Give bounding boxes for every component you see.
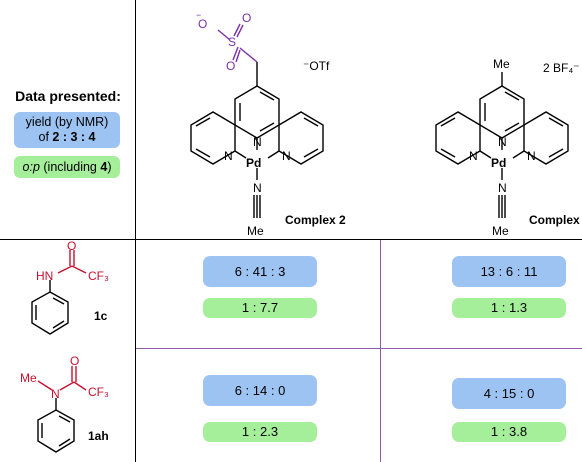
header-divider bbox=[0, 239, 582, 240]
sulfonate-o2: O bbox=[242, 11, 251, 25]
legend-op-box: o:p (including 4) bbox=[14, 156, 120, 178]
yield-1c-complex-2: 6 : 41 : 3 bbox=[203, 256, 317, 287]
sulfonate-o1: O bbox=[198, 17, 207, 31]
complex-2-structure: O O O S − ⁻OTf N N N N Me Pd bbox=[190, 10, 330, 238]
cell-column-divider bbox=[380, 240, 381, 462]
substrate-1c-o: O bbox=[67, 240, 76, 253]
op-1ah-complex-3: 1 : 3.8 bbox=[452, 422, 566, 442]
complex-3-pd: Pd bbox=[491, 156, 506, 170]
complex-2-n-central: N bbox=[253, 135, 262, 149]
complex-2-n-nitrile: N bbox=[253, 181, 262, 195]
complex-2-label: Complex 2 bbox=[285, 213, 346, 227]
svg-text:−: − bbox=[196, 10, 201, 20]
complex-3-n-left: N bbox=[469, 149, 478, 163]
op-1ah-complex-2: 1 : 2.3 bbox=[203, 422, 317, 442]
sulfonate-o3: O bbox=[226, 59, 235, 73]
complex-3-n-nitrile: N bbox=[498, 181, 507, 195]
substrate-1ah-o: O bbox=[70, 354, 79, 368]
substrate-1c-hn: HN bbox=[36, 269, 53, 283]
op-1c-complex-3: 1 : 1.3 bbox=[452, 298, 566, 318]
complex-2-n-right: N bbox=[282, 149, 291, 163]
legend-yield-box: yield (by NMR) of 2 : 3 : 4 bbox=[14, 112, 120, 148]
complex-2-counterion: ⁻OTf bbox=[303, 59, 330, 73]
legend-yield-line1: yield (by NMR) bbox=[25, 115, 109, 129]
legend-title: Data presented: bbox=[15, 88, 121, 104]
substrate-1c-label: 1c bbox=[94, 309, 108, 323]
substrate-1ah-me: Me bbox=[20, 371, 37, 385]
row-divider bbox=[136, 348, 582, 349]
legend-yield-line2: of 2 : 3 : 4 bbox=[38, 130, 96, 144]
complex-3-counterion: 2 BF₄⁻ bbox=[543, 61, 580, 75]
complex-3-structure: Me 2 BF₄⁻ N N N N Me Pd bbox=[435, 57, 580, 238]
column-divider bbox=[135, 0, 136, 462]
substrate-1ah-structure: O Me N CF₃ bbox=[20, 354, 109, 453]
substrate-1ah-cf3: CF₃ bbox=[88, 385, 109, 399]
substrate-1ah-n: N bbox=[51, 387, 60, 401]
substrate-1ah-label: 1ah bbox=[88, 429, 109, 443]
sulfonate-s: S bbox=[228, 35, 236, 49]
substrate-1c-structure: O HN CF₃ bbox=[31, 240, 109, 335]
op-1c-complex-2: 1 : 7.7 bbox=[203, 298, 317, 318]
complex-3-n-central: N bbox=[498, 135, 507, 149]
yield-1c-complex-3: 13 : 6 : 11 bbox=[452, 256, 566, 287]
yield-1ah-complex-2: 6 : 14 : 0 bbox=[203, 375, 317, 406]
complex-3-me: Me bbox=[492, 224, 509, 238]
substrate-1c-cf3: CF₃ bbox=[88, 269, 109, 283]
complex-3-me-top: Me bbox=[493, 57, 510, 71]
yield-1ah-complex-3: 4 : 15 : 0 bbox=[452, 378, 566, 409]
complex-3-n-right: N bbox=[527, 149, 536, 163]
complex-2-me: Me bbox=[247, 224, 264, 238]
complex-2-pd: Pd bbox=[246, 156, 261, 170]
complex-3-label: Complex bbox=[529, 213, 580, 227]
complex-2-n-left: N bbox=[224, 149, 233, 163]
